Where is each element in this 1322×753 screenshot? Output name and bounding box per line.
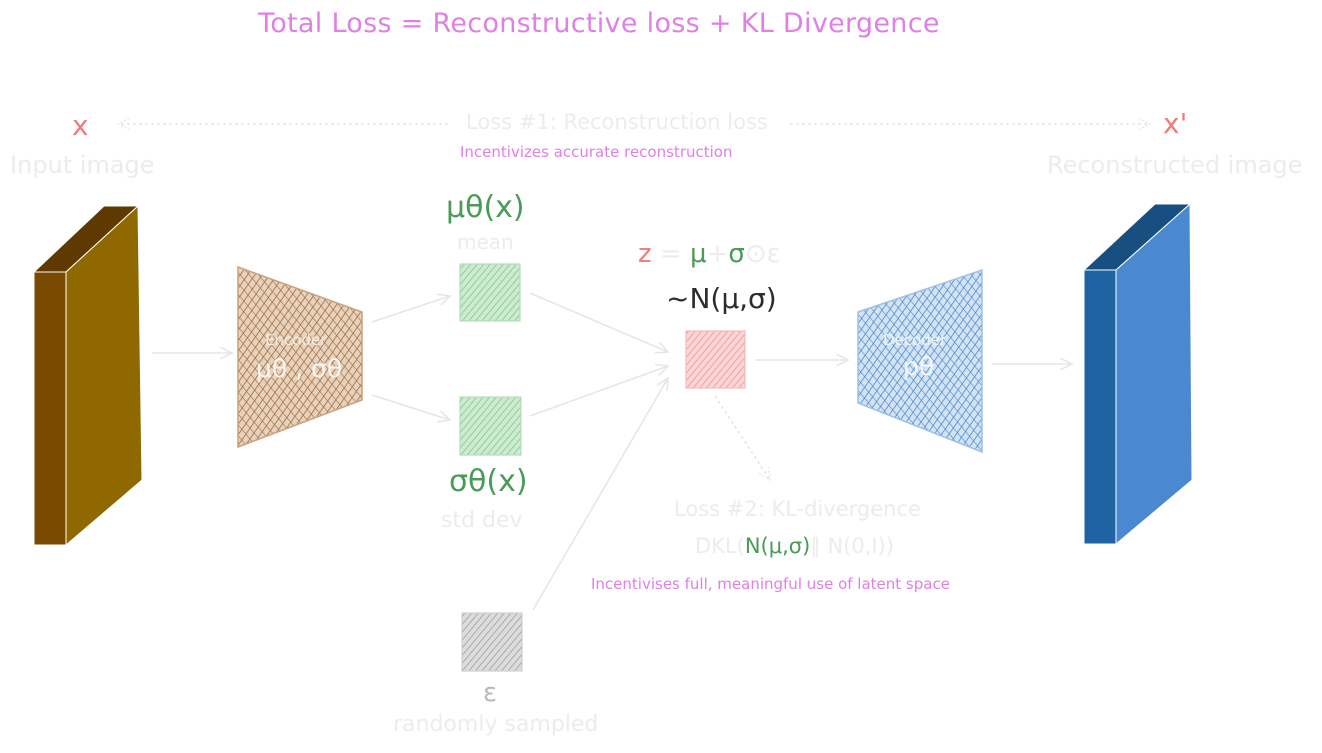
input-image-block bbox=[32, 204, 143, 547]
std-box bbox=[459, 396, 522, 456]
latent-distribution: ~N(μ,σ) bbox=[666, 282, 777, 315]
output-label: Reconstructed image bbox=[1047, 151, 1303, 179]
encoder-block bbox=[237, 265, 363, 449]
z-symbol: z bbox=[638, 239, 652, 269]
odot-epsilon: ⊙ε bbox=[744, 239, 781, 269]
plus-sign: + bbox=[706, 239, 729, 269]
epsilon-label: randomly sampled bbox=[393, 712, 599, 737]
dkl-prefix: DKL( bbox=[695, 534, 745, 558]
output-symbol: x' bbox=[1163, 107, 1188, 140]
prior-dist: ∥ N(0,I)) bbox=[810, 534, 894, 558]
output-image-side bbox=[1083, 269, 1117, 545]
input-image-front bbox=[65, 204, 143, 547]
loss1-description: Incentivizes accurate reconstruction bbox=[460, 143, 733, 161]
decoder-block bbox=[857, 268, 983, 454]
epsilon-box bbox=[461, 612, 523, 672]
mean-formula: μθ(x) bbox=[446, 190, 525, 225]
mean-box bbox=[459, 263, 521, 322]
reconstructed-image-block bbox=[1082, 202, 1193, 546]
input-symbol: x bbox=[72, 109, 89, 142]
std-label: std dev bbox=[441, 508, 523, 533]
reparam-equation: z = μ+σ⊙ε bbox=[638, 241, 781, 267]
loss1-label: Loss #1: Reconstruction loss bbox=[466, 110, 768, 134]
mu-symbol: μ bbox=[689, 239, 707, 269]
encoder-label: Encoder bbox=[265, 331, 327, 349]
kl-formula: DKL(N(μ,σ)∥ N(0,I)) bbox=[695, 536, 894, 557]
input-label: Input image bbox=[10, 151, 155, 179]
encoder-params: μθ , σθ bbox=[256, 354, 343, 383]
loss2-description: Incentivises full, meaningful use of lat… bbox=[591, 575, 950, 593]
mean-label: mean bbox=[457, 230, 514, 254]
std-formula: σθ(x) bbox=[449, 464, 528, 499]
posterior-dist: N(μ,σ) bbox=[744, 534, 811, 558]
z-box bbox=[685, 330, 746, 389]
loss2-label: Loss #2: KL-divergence bbox=[674, 497, 921, 521]
decoder-label: Decoder bbox=[883, 331, 947, 349]
decoder-params: pθ bbox=[903, 352, 935, 381]
flow-arrows bbox=[118, 124, 1150, 611]
sigma-symbol: σ bbox=[728, 239, 745, 269]
input-image-side bbox=[33, 271, 67, 546]
epsilon-symbol: ε bbox=[483, 678, 498, 708]
diagram-title: Total Loss = Reconstructive loss + KL Di… bbox=[258, 8, 940, 39]
equals-sign: = bbox=[651, 239, 690, 269]
output-image-front bbox=[1115, 202, 1193, 546]
